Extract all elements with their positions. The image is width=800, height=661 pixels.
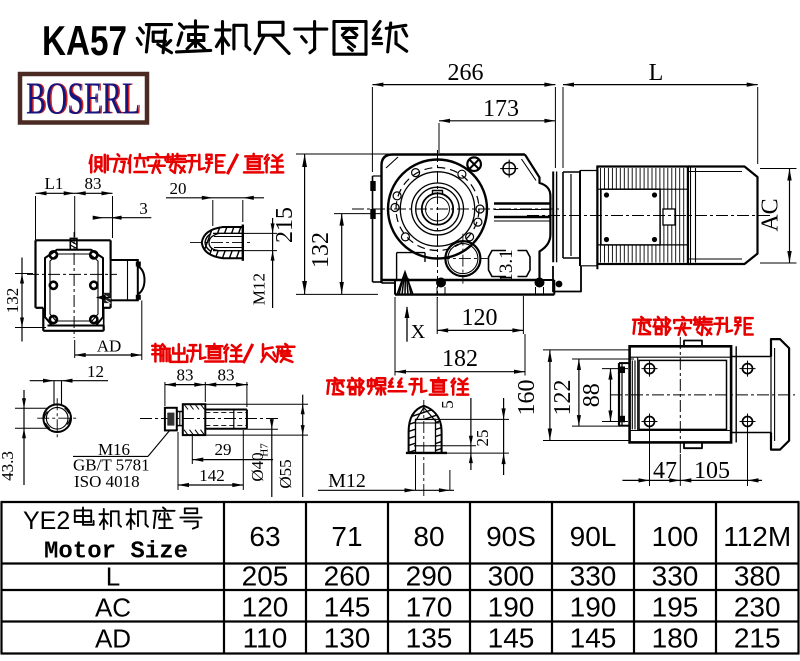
svg-text:110: 110: [243, 623, 288, 654]
svg-text:M12: M12: [328, 470, 366, 492]
svg-text:120: 120: [242, 592, 289, 623]
svg-text:90L: 90L: [570, 521, 617, 552]
svg-text:H7: H7: [259, 443, 271, 457]
svg-text:230: 230: [734, 592, 781, 623]
svg-text:L: L: [106, 562, 120, 592]
svg-text:132: 132: [308, 232, 334, 268]
svg-text:20: 20: [170, 179, 187, 198]
svg-text:63: 63: [249, 521, 280, 552]
svg-text:47: 47: [653, 458, 677, 484]
svg-text:145: 145: [570, 623, 617, 654]
svg-text:AC: AC: [95, 593, 131, 623]
svg-text:160: 160: [514, 380, 540, 416]
svg-text:380: 380: [734, 561, 781, 592]
svg-text:180: 180: [652, 623, 699, 654]
svg-text:BOSERL: BOSERL: [26, 74, 140, 124]
svg-text:BOSERL: BOSERL: [28, 74, 142, 124]
svg-text:145: 145: [488, 623, 535, 654]
svg-text:43.3: 43.3: [0, 451, 17, 481]
svg-text:KA57: KA57: [42, 17, 127, 64]
svg-text:105: 105: [694, 458, 730, 484]
svg-text:88: 88: [579, 383, 605, 407]
svg-text:71: 71: [331, 521, 362, 552]
svg-text:215: 215: [272, 207, 298, 243]
svg-text:132: 132: [3, 288, 22, 314]
svg-text:Ø40: Ø40: [248, 452, 267, 481]
svg-text:83: 83: [85, 174, 102, 193]
svg-text:266: 266: [448, 60, 484, 86]
svg-text:112M: 112M: [723, 521, 791, 552]
svg-text:142: 142: [199, 466, 225, 485]
svg-text:120: 120: [462, 305, 498, 331]
svg-text:195: 195: [652, 592, 699, 623]
svg-text:90S: 90S: [486, 521, 536, 552]
svg-text:L1: L1: [45, 174, 64, 193]
svg-text:290: 290: [406, 561, 453, 592]
svg-text:260: 260: [324, 561, 371, 592]
svg-text:X: X: [411, 321, 426, 343]
svg-text:AD: AD: [95, 624, 131, 654]
svg-text:205: 205: [242, 561, 289, 592]
svg-text:AD: AD: [97, 337, 122, 356]
svg-text:300: 300: [488, 561, 535, 592]
svg-text:29: 29: [215, 440, 232, 459]
svg-text:M16: M16: [98, 440, 130, 459]
svg-text:173: 173: [483, 96, 519, 122]
svg-text:330: 330: [570, 561, 617, 592]
svg-text:130: 130: [324, 623, 371, 654]
svg-text:Motor Size: Motor Size: [44, 539, 188, 566]
svg-text:330: 330: [652, 561, 699, 592]
svg-text:170: 170: [406, 592, 453, 623]
svg-text:AC: AC: [758, 198, 784, 231]
svg-text:135: 135: [406, 623, 453, 654]
svg-text:25: 25: [473, 430, 492, 447]
svg-text:M12: M12: [250, 273, 269, 305]
svg-text:ISO 4018: ISO 4018: [74, 472, 140, 491]
svg-text:190: 190: [488, 592, 535, 623]
svg-text:122: 122: [550, 380, 576, 416]
svg-text:12: 12: [87, 362, 104, 381]
svg-text:83: 83: [177, 366, 194, 385]
svg-text:100: 100: [652, 521, 699, 552]
svg-text:182: 182: [442, 346, 478, 372]
svg-text:145: 145: [324, 592, 371, 623]
svg-text:5: 5: [438, 400, 457, 409]
svg-text:GB/T 5781: GB/T 5781: [73, 456, 150, 475]
svg-text:80: 80: [413, 521, 444, 552]
svg-text:L: L: [649, 60, 664, 86]
svg-text:Ø55: Ø55: [276, 459, 295, 488]
svg-text:3: 3: [139, 199, 148, 218]
svg-text:YE2: YE2: [23, 507, 70, 535]
svg-text:190: 190: [570, 592, 617, 623]
svg-text:13.1: 13.1: [496, 249, 517, 282]
svg-text:83: 83: [218, 366, 235, 385]
svg-text:215: 215: [734, 623, 781, 654]
